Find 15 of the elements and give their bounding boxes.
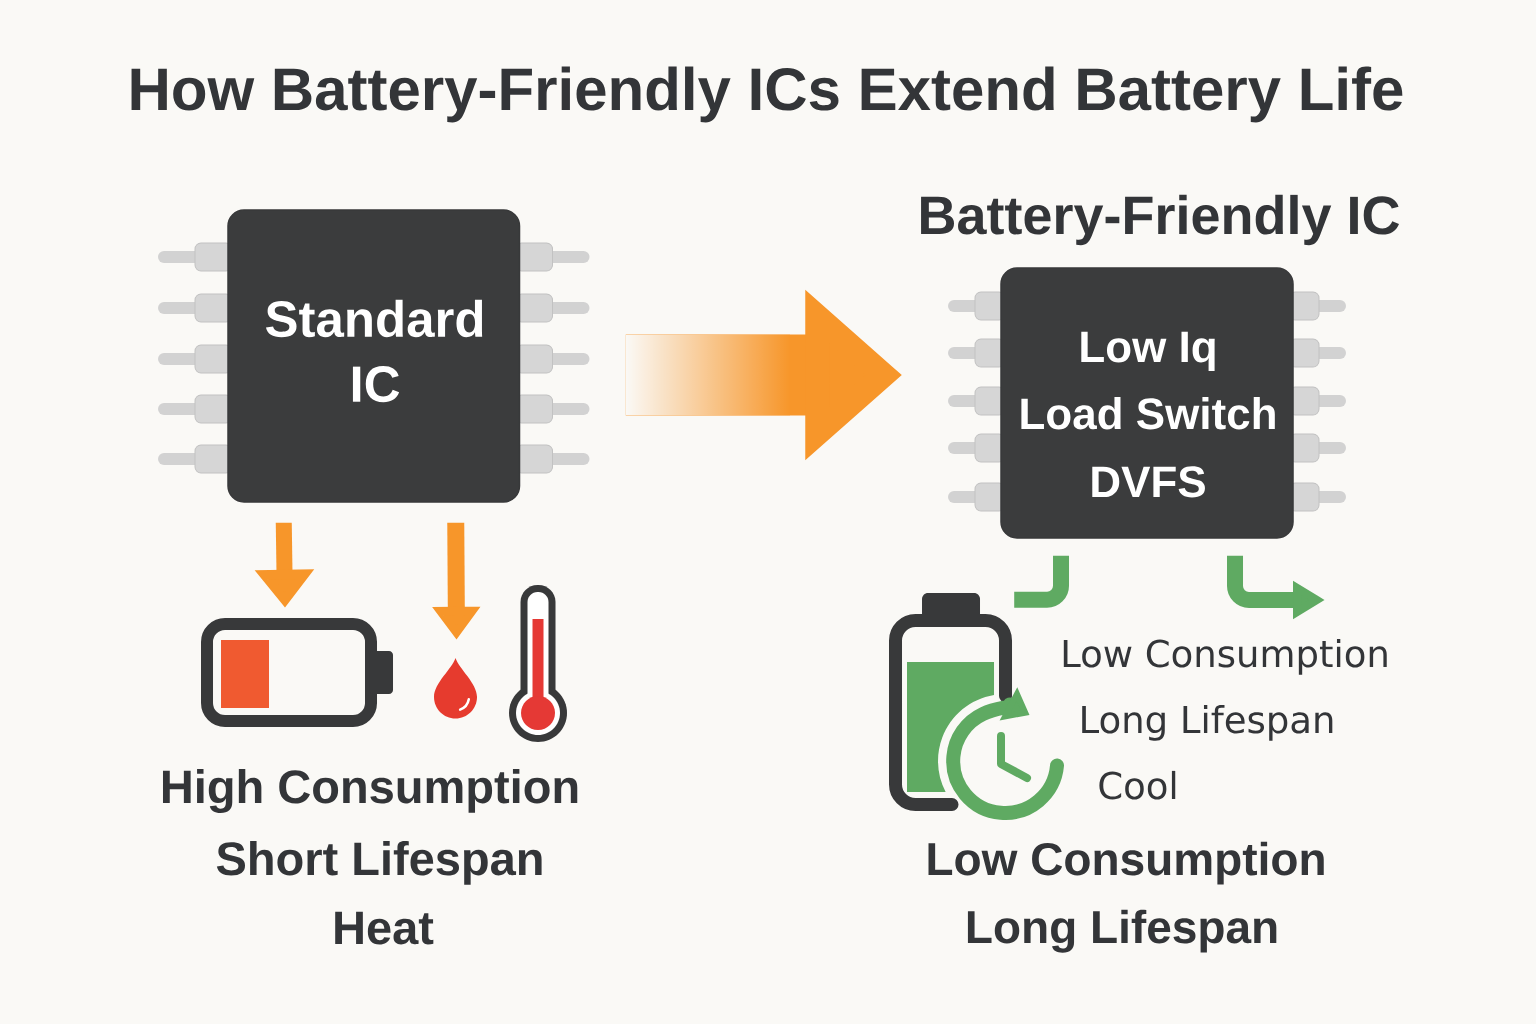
label: High Consumption [163, 768, 578, 813]
battery-clock-icon [889, 593, 1064, 820]
label: Heat [335, 911, 434, 945]
ic-chip: Standard IC [158, 209, 590, 503]
label: Low Consumption [928, 841, 1324, 885]
label: Short Lifespan [216, 840, 542, 885]
battery-icon [201, 618, 393, 727]
label: Long Lifespan [1082, 704, 1333, 741]
label: Low Consumption [1063, 638, 1387, 675]
droplet-icon [434, 658, 477, 719]
label: Cool [1099, 770, 1176, 800]
heading: Battery-Friendly IC [921, 194, 1399, 246]
ic-chip: Low Iq Load Switch DVFS [948, 267, 1346, 539]
label: Long Lifespan [967, 909, 1277, 953]
title: How Battery-Friendly ICs Extend Battery Life [131, 66, 1403, 123]
